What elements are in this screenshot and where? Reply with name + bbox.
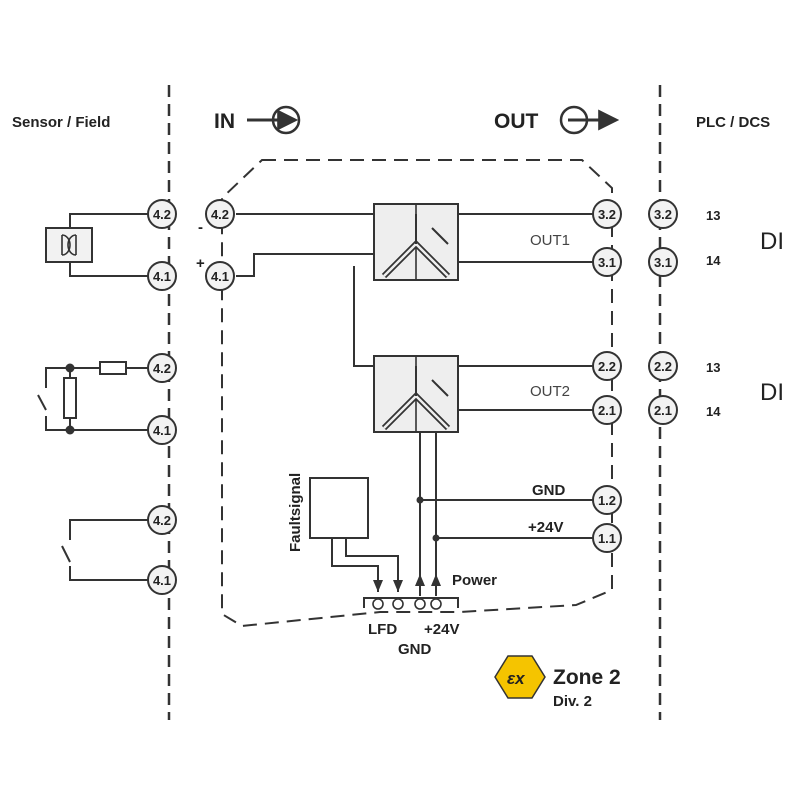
pin-13-out2: 13 — [706, 360, 720, 375]
terminal-field-2-bot: 4.1 — [147, 415, 177, 445]
sensor-field-heading: Sensor / Field — [12, 114, 110, 131]
gnd-label: GND — [532, 482, 566, 499]
faultsignal-label: Faultsignal — [287, 473, 304, 552]
terminal-label: 3.1 — [654, 255, 672, 270]
terminal-plc-out2-bot: 2.1 — [648, 395, 678, 425]
terminals: 4.2 4.1 4.2 4.1 4.2 4.1 4.2 4.1 3.2 3.1 2.2 2.1 1.2 1… — [147, 199, 678, 595]
terminal-out1-bot: 3.1 — [592, 247, 622, 277]
terminal-field-1-top: 4.2 — [147, 199, 177, 229]
module-housing — [221, 159, 613, 628]
terminal-in-bot: 4.1 — [205, 261, 235, 291]
terminal-label: 3.1 — [598, 255, 616, 270]
zone-division: Div. 2 — [553, 693, 592, 710]
terminal-field-2-top: 4.2 — [147, 353, 177, 383]
di-label-1: DI — [760, 228, 784, 255]
terminal-out2-top: 2.2 — [592, 351, 622, 381]
terminal-label: 4.1 — [153, 269, 171, 284]
power-label: Power — [452, 572, 497, 589]
terminal-label: 3.2 — [598, 207, 616, 222]
terminal-plus24v: 1.1 — [592, 523, 622, 553]
relay-out1 — [373, 203, 459, 281]
ex-mark-text: εx — [507, 669, 526, 688]
relay-out2 — [373, 355, 459, 433]
wire-junctions — [65, 363, 440, 542]
plus24v-label: +24V — [528, 519, 563, 536]
plus-sign: + — [196, 255, 205, 272]
terminal-label: 2.1 — [654, 403, 672, 418]
di-label-2: DI — [760, 379, 784, 406]
pin-14-out1: 14 — [706, 253, 721, 268]
terminal-label: 4.2 — [153, 513, 171, 528]
terminal-plc-out2-top: 2.2 — [648, 351, 678, 381]
out1-label: OUT1 — [530, 232, 570, 249]
out-heading: OUT — [494, 110, 539, 133]
terminal-label: 4.2 — [211, 207, 229, 222]
terminal-label: 2.1 — [598, 403, 616, 418]
terminal-in-top: 4.2 — [205, 199, 235, 229]
in-heading: IN — [214, 110, 235, 133]
terminal-out1-top: 3.2 — [592, 199, 622, 229]
minus-sign: - — [198, 219, 203, 236]
terminal-label: 3.2 — [654, 207, 672, 222]
terminal-label: 2.2 — [654, 359, 672, 374]
out2-label: OUT2 — [530, 383, 570, 400]
terminal-plc-out1-bot: 3.1 — [648, 247, 678, 277]
resistor-parallel-icon — [63, 377, 77, 419]
terminal-label: 4.1 — [153, 573, 171, 588]
bus-arrows — [373, 574, 441, 592]
terminal-field-3-bot: 4.1 — [147, 565, 177, 595]
terminal-gnd: 1.2 — [592, 485, 622, 515]
out-arrow-icon — [559, 105, 620, 135]
proximity-sensor-icon — [45, 227, 93, 263]
pin-14-out2: 14 — [706, 404, 721, 419]
in-arrow-icon — [247, 105, 301, 135]
terminal-label: 1.2 — [598, 493, 616, 508]
zone-title: Zone 2 — [553, 666, 621, 689]
terminal-field-1-bot: 4.1 — [147, 261, 177, 291]
terminal-label: 1.1 — [598, 531, 616, 546]
plc-dcs-heading: PLC / DCS — [696, 114, 770, 131]
gnd-bottom-label: GND — [398, 641, 432, 658]
terminal-label: 4.1 — [153, 423, 171, 438]
terminal-field-3-top: 4.2 — [147, 505, 177, 535]
bus-connectors — [372, 598, 442, 610]
terminal-plc-out1-top: 3.2 — [648, 199, 678, 229]
ex-zone-icon: εx — [494, 655, 546, 699]
resistor-series-icon — [99, 361, 127, 375]
terminal-label: 4.1 — [211, 269, 229, 284]
wiring — [37, 213, 594, 608]
terminal-label: 2.2 — [598, 359, 616, 374]
terminal-out2-bot: 2.1 — [592, 395, 622, 425]
pin-13-out1: 13 — [706, 208, 720, 223]
terminal-label: 4.2 — [153, 207, 171, 222]
plus24v-bottom-label: +24V — [424, 621, 459, 638]
terminal-label: 4.2 — [153, 361, 171, 376]
fault-signal-box — [309, 477, 369, 539]
lfd-label: LFD — [368, 621, 397, 638]
